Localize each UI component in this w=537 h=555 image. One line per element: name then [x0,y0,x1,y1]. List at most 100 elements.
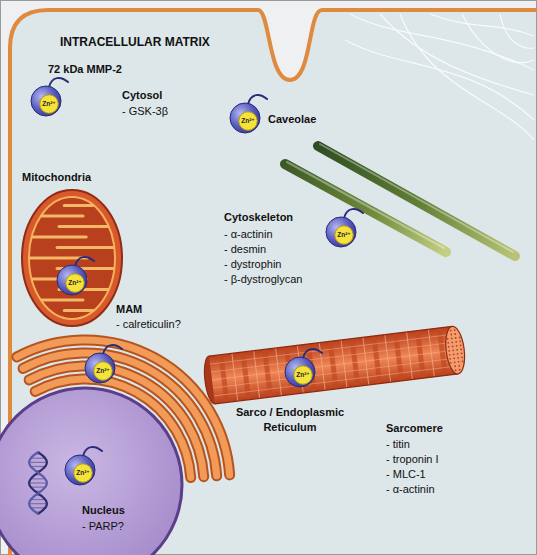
filament-dot [450,362,452,364]
filament-dot [452,345,454,347]
enzyme-body [57,265,87,295]
filament-dot [456,345,458,347]
organelle-heading: Sarcomere [386,421,443,435]
crista [42,298,83,301]
zinc-ion-label: Zn²⁺ [241,117,255,125]
dna-strand [29,452,47,514]
filament-dot [462,360,464,362]
organelle-heading: Mitochondria [22,170,91,184]
filament-dot [455,369,457,371]
protein-item: - titin [386,437,410,451]
fiber [462,14,534,63]
propeptide-tail [248,95,267,104]
mmp2-enzyme-shape [55,255,97,297]
filament-dot [455,337,457,339]
protein-item: - calreticulin? [116,317,181,331]
nucleus: Nucleus - PARP? Zn²⁺ [0,386,188,555]
filament-dot [453,353,455,355]
mmp2-enzyme-shape [63,445,105,487]
mmp2-enzyme: Zn²⁺ [83,343,125,385]
enzyme-body [285,357,315,387]
filament-dot [454,365,456,367]
inner-membrane [29,197,115,319]
mmp2-enzyme-shape [283,347,325,389]
protein-item: - α-actinin [224,227,273,241]
protein-item: - troponin I [386,452,439,466]
crista [42,214,83,217]
actin-filament [285,164,446,252]
filament-dot [452,349,454,351]
filament-dot [460,344,462,346]
mmp2-enzyme-shape [228,93,270,135]
zinc-site [40,95,59,114]
mitochondrion-shape [16,168,130,332]
filament-dot [459,369,461,371]
filament-dot [447,338,449,340]
zinc-ion-label: Zn²⁺ [296,371,310,379]
filament-dot [461,352,463,354]
protein-item: - α-actinin [386,482,435,496]
crista [64,309,93,312]
filament-dot [448,346,450,348]
organelle-heading: Nucleus [82,503,125,517]
myofibril-face [443,325,467,375]
compartment-heading: Cytoskeleton [224,210,293,224]
cytoplasm-fill [10,10,537,555]
enzyme-body [230,103,260,133]
myofilament [211,342,454,372]
filament-dot [451,341,453,343]
zinc-ion-label: Zn²⁺ [42,100,56,108]
zinc-ion-label: Zn²⁺ [76,469,90,477]
filament-dot [451,337,453,339]
myofilament [212,350,455,380]
matrix-fibers [345,14,534,140]
myofibril-edge [209,326,452,356]
nuclear-envelope [0,388,182,555]
dna-rung [29,503,47,504]
enzyme-name: 72 kDa MMP-2 [48,62,122,76]
dna-rung [31,487,46,488]
dna-rung [31,478,46,479]
zinc-site [66,274,85,293]
filament-highlight [287,162,444,248]
filament-dot [459,336,461,338]
dna-rung [31,499,46,500]
fiber [400,14,534,140]
dna-rung [29,462,47,463]
propeptide-tail [83,447,102,456]
filament-dot [460,348,462,350]
enzyme-body [85,353,115,383]
zinc-site [335,226,354,245]
dna-strand [29,452,47,514]
filament-dot [461,356,463,358]
cytoskeleton-filaments [285,144,515,256]
filament-dot [449,358,451,360]
enzyme-body [31,86,61,116]
zinc-site [94,362,113,381]
zinc-ion-label: Zn²⁺ [337,231,351,239]
fiber [345,40,534,120]
filament-dot [450,334,452,336]
crista [59,225,108,228]
dna-rung [31,458,46,459]
dna-rung [31,507,46,508]
enzyme-body [65,455,95,485]
zinc-site [294,366,313,385]
zinc-ion-label: Zn²⁺ [68,279,82,287]
filament-dot [457,357,459,359]
mmp2-enzyme: Zn²⁺ [228,93,270,135]
dna-rung [31,466,46,467]
propeptide-tail [49,78,68,87]
mmp2-enzyme-shape [29,76,71,118]
filament-dot [458,365,460,367]
crista [64,204,93,207]
organelle-heading: Sarco / Endoplasmic Reticulum [225,405,355,435]
crista [57,246,113,249]
mitochondrion: MitochondriaZn²⁺ [16,168,130,332]
protein-item: - β-dystroglycan [224,272,302,286]
propeptide-tail [303,349,322,358]
mmp2-enzyme: Zn²⁺ [324,207,366,249]
protein-item: - PARP? [82,519,124,533]
